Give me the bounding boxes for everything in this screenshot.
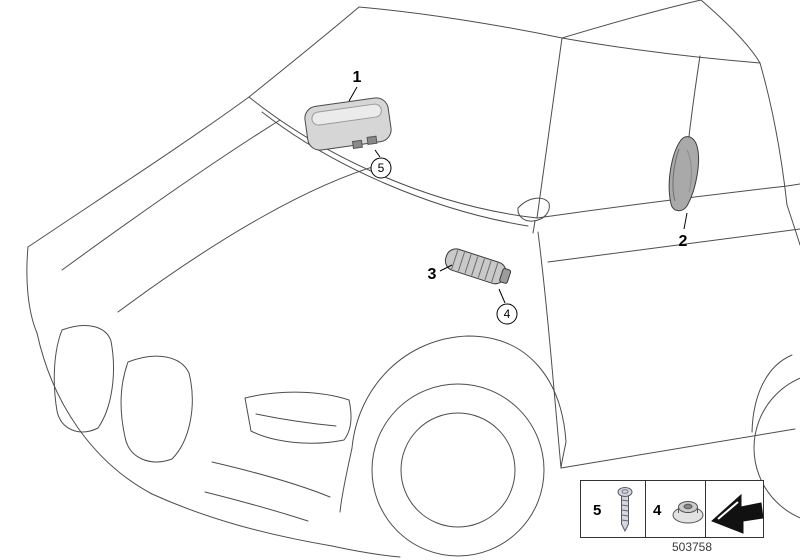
knee-airbag-module <box>444 248 512 285</box>
callout-3-leader <box>439 264 453 272</box>
callout-1[interactable]: 1 <box>348 69 362 102</box>
front-airbag-module <box>304 97 392 151</box>
callout-4[interactable]: 4 <box>496 288 518 325</box>
callout-3[interactable]: 3 <box>428 264 453 283</box>
callout-4-circle <box>496 303 518 325</box>
direction-arrow-icon <box>711 493 764 534</box>
callout-3-label: 3 <box>428 266 437 283</box>
callout-2[interactable]: 2 <box>679 212 688 250</box>
callout-4-leader <box>498 288 506 304</box>
legend-screw-label: 5 <box>593 502 601 519</box>
legend-item-nut[interactable]: 4 <box>653 501 704 524</box>
callout-5[interactable]: 5 <box>370 149 392 179</box>
callout-5-circle <box>370 157 392 179</box>
callout-2-label: 2 <box>679 233 688 250</box>
nut-icon <box>672 501 704 524</box>
callout-5-label: 5 <box>378 161 385 175</box>
callout-4-label: 4 <box>504 307 511 321</box>
callout-1-label: 1 <box>353 69 362 86</box>
drawing-number: 503758 <box>672 540 712 554</box>
car-outline <box>26 0 800 558</box>
legend-nut-label: 4 <box>653 502 662 519</box>
screw-icon <box>617 487 633 533</box>
callout-5-leader <box>374 149 381 158</box>
legend-item-screw[interactable]: 5 <box>593 487 633 533</box>
callout-2-leader <box>683 212 688 230</box>
side-head-airbag <box>668 136 700 212</box>
callout-1-leader <box>348 86 358 102</box>
